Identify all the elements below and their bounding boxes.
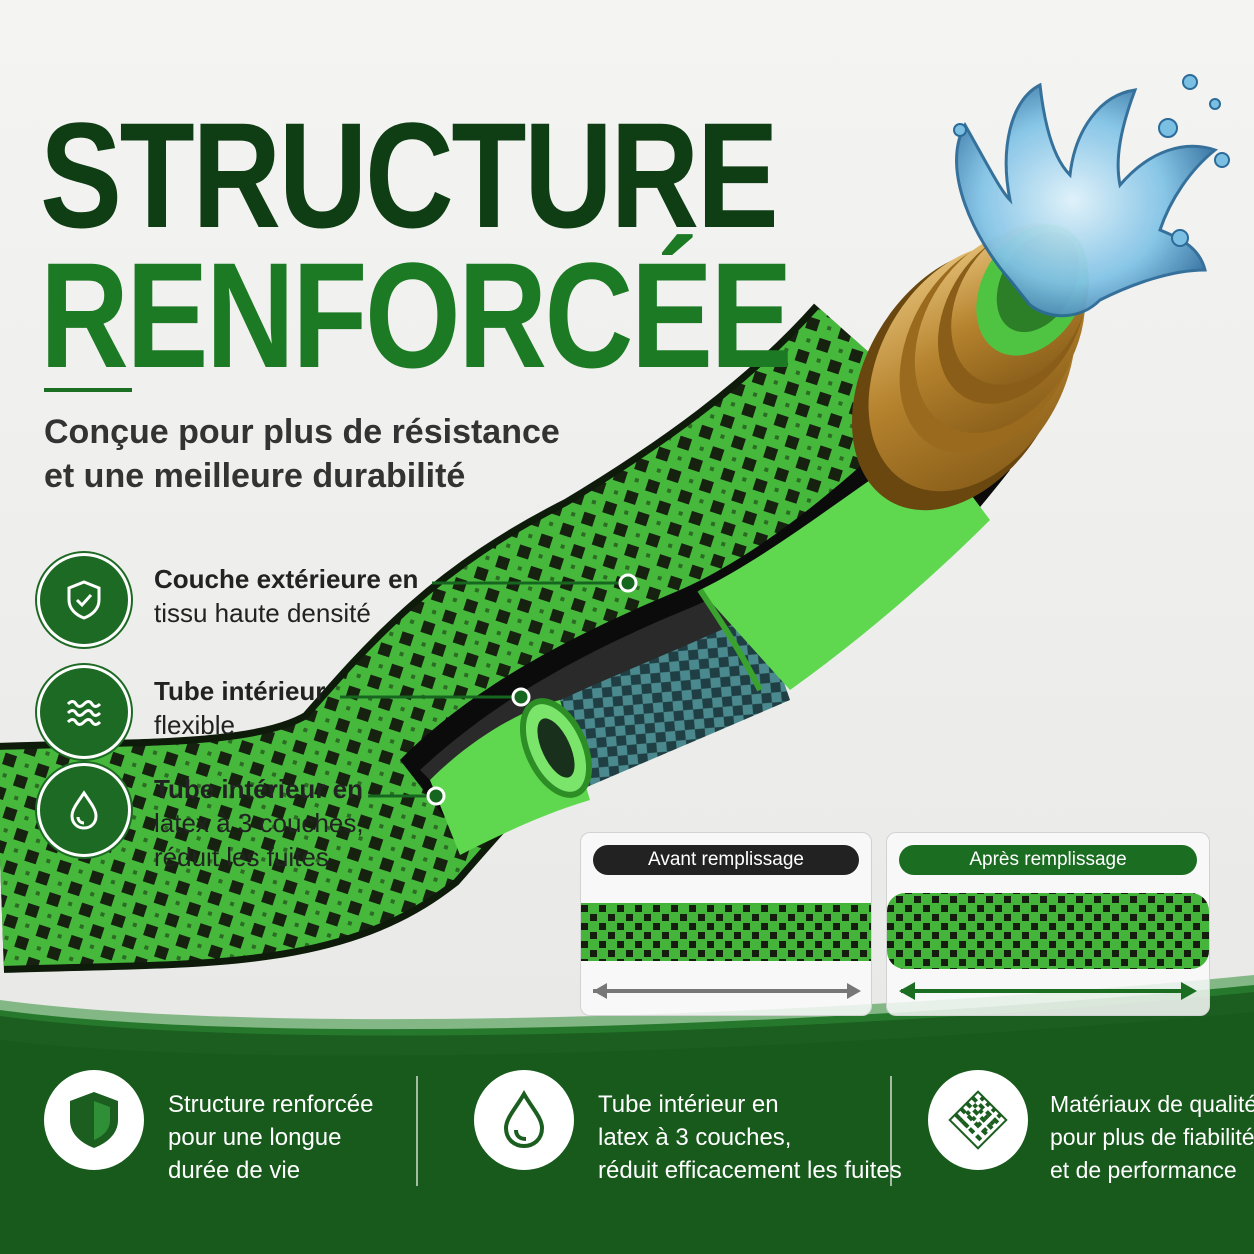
after-filling-panel: Après remplissage bbox=[886, 832, 1210, 1016]
before-hose-sample bbox=[581, 903, 871, 999]
benefit-line: Tube intérieur en bbox=[598, 1091, 779, 1118]
benefit-line: Matériaux de qualité bbox=[1050, 1091, 1254, 1117]
bottom-divider bbox=[890, 1076, 892, 1186]
title-divider bbox=[44, 388, 132, 392]
water-drop-icon bbox=[40, 766, 128, 854]
shield-check-icon bbox=[40, 556, 128, 644]
feature-desc: latex à 3 couches, réduit les fuites bbox=[154, 808, 364, 872]
feature-desc: tissu haute densité bbox=[154, 598, 371, 628]
benefit-line: réduit efficacement les fuites bbox=[598, 1157, 902, 1184]
feature-title: Tube intérieur en bbox=[154, 774, 363, 804]
benefit-line: latex à 3 couches, bbox=[598, 1124, 792, 1151]
benefit-line: Structure renforcée bbox=[168, 1091, 374, 1118]
title-line-2: RENFORCÉE bbox=[40, 231, 793, 399]
feature-title: Couche extérieure en bbox=[154, 564, 419, 594]
benefit-line: et de performance bbox=[1050, 1157, 1237, 1183]
before-filling-panel: Avant remplissage bbox=[580, 832, 872, 1016]
benefit-line: pour plus de fiabilité bbox=[1050, 1124, 1254, 1150]
water-drop-icon bbox=[474, 1070, 574, 1170]
subtitle: Conçue pour plus de résistance et une me… bbox=[44, 413, 560, 495]
after-hose-sample bbox=[887, 893, 1209, 1000]
feature-desc: flexible bbox=[154, 710, 235, 740]
water-waves-icon bbox=[40, 668, 128, 756]
title-line-1: STRUCTURE bbox=[40, 91, 779, 259]
feature-title: Tube intérieur bbox=[154, 676, 326, 706]
before-filling-label: Avant remplissage bbox=[593, 845, 859, 875]
woven-fabric-icon bbox=[928, 1070, 1028, 1170]
benefit-line: durée de vie bbox=[168, 1157, 301, 1184]
benefit-line: pour une longue bbox=[168, 1124, 342, 1151]
after-filling-label: Après remplissage bbox=[899, 845, 1197, 875]
shield-icon bbox=[44, 1070, 144, 1170]
bottom-divider bbox=[416, 1076, 418, 1186]
